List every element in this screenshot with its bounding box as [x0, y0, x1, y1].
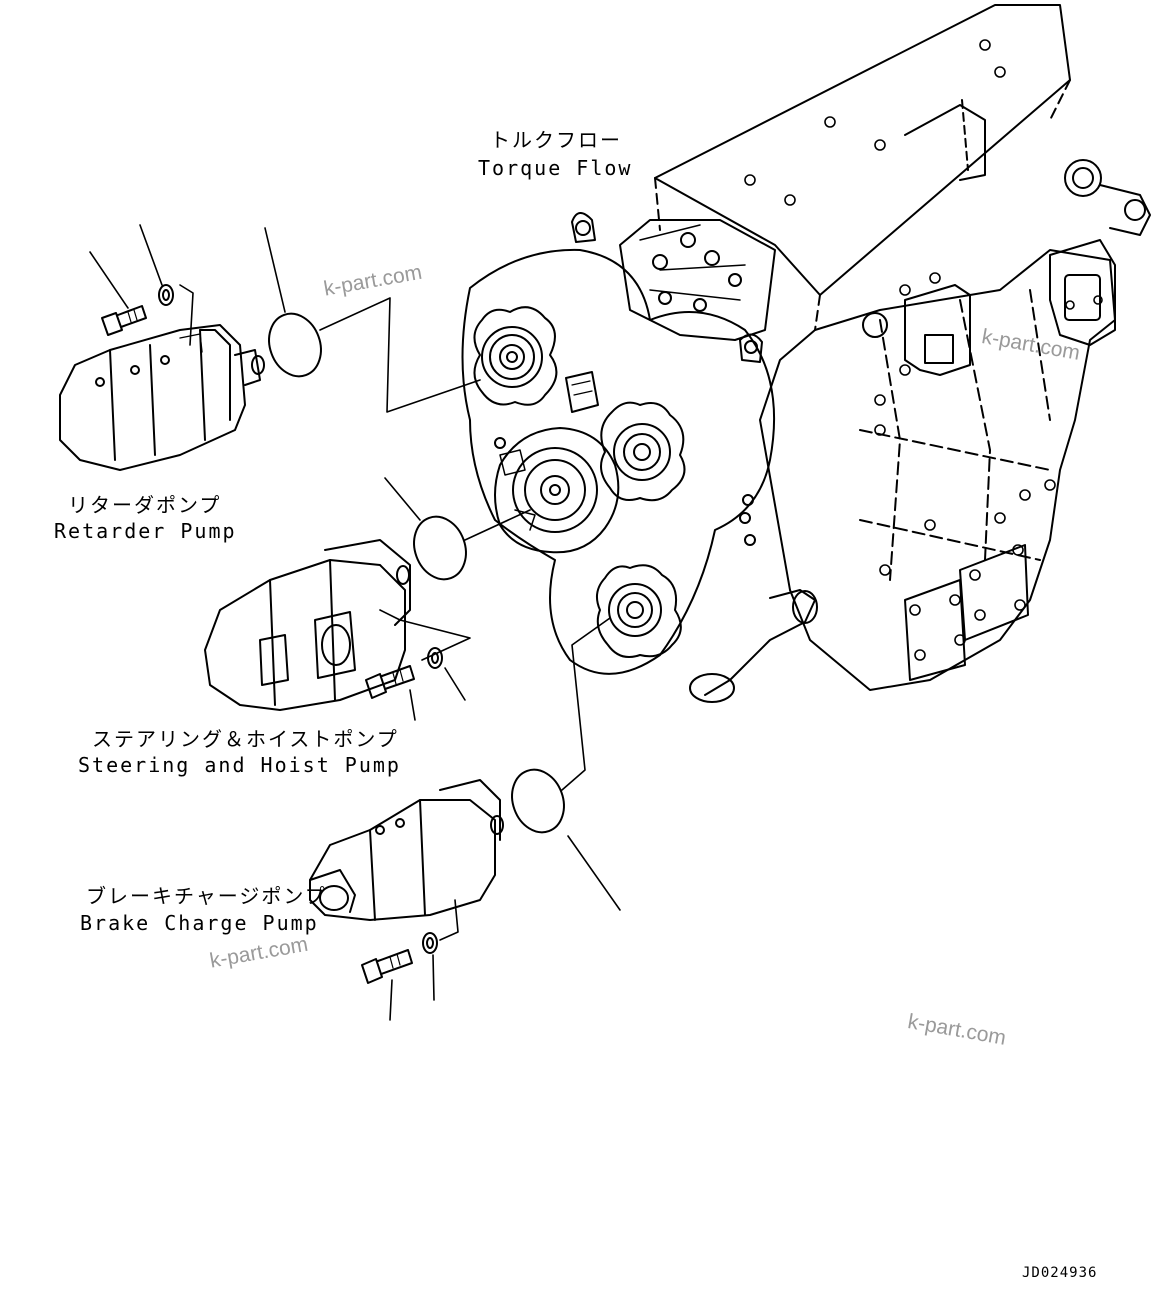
- steering-bolt: [365, 665, 415, 699]
- brake-charge-pump: [309, 779, 504, 921]
- brake-washer: [422, 932, 438, 954]
- steering-pump-label-jp: ステアリング＆ホイストポンプ: [92, 727, 399, 751]
- torque-flow-label-jp: トルクフロー: [490, 128, 622, 152]
- brake-pump-pad: [595, 564, 682, 658]
- o-ring-retarder: [268, 312, 322, 378]
- brake-bolt: [361, 949, 413, 984]
- retarder-pump: [59, 324, 265, 471]
- steering-pump-label-en: Steering and Hoist Pump: [78, 753, 401, 777]
- transmission-housing: [571, 4, 1151, 703]
- torque-flow-cover: [461, 248, 776, 675]
- retarder-washer: [158, 284, 174, 306]
- o-ring-brake: [511, 768, 565, 834]
- retarder-pump-pad: [473, 306, 558, 406]
- retarder-pump-label-jp: リターダポンプ: [68, 493, 222, 517]
- o-ring-steering: [413, 515, 467, 581]
- brake-pump-label-en: Brake Charge Pump: [80, 911, 319, 935]
- steering-pump-pad: [494, 427, 620, 554]
- torque-flow-label-en: Torque Flow: [478, 156, 633, 180]
- steering-hoist-pump: [204, 539, 411, 711]
- retarder-pump-label-en: Retarder Pump: [54, 519, 237, 543]
- brake-pump-label-jp: ブレーキチャージポンプ: [86, 884, 327, 908]
- retarder-bolt: [101, 305, 147, 336]
- leader-lines: [89, 224, 621, 1021]
- drawing-code: JD024936: [1022, 1265, 1098, 1281]
